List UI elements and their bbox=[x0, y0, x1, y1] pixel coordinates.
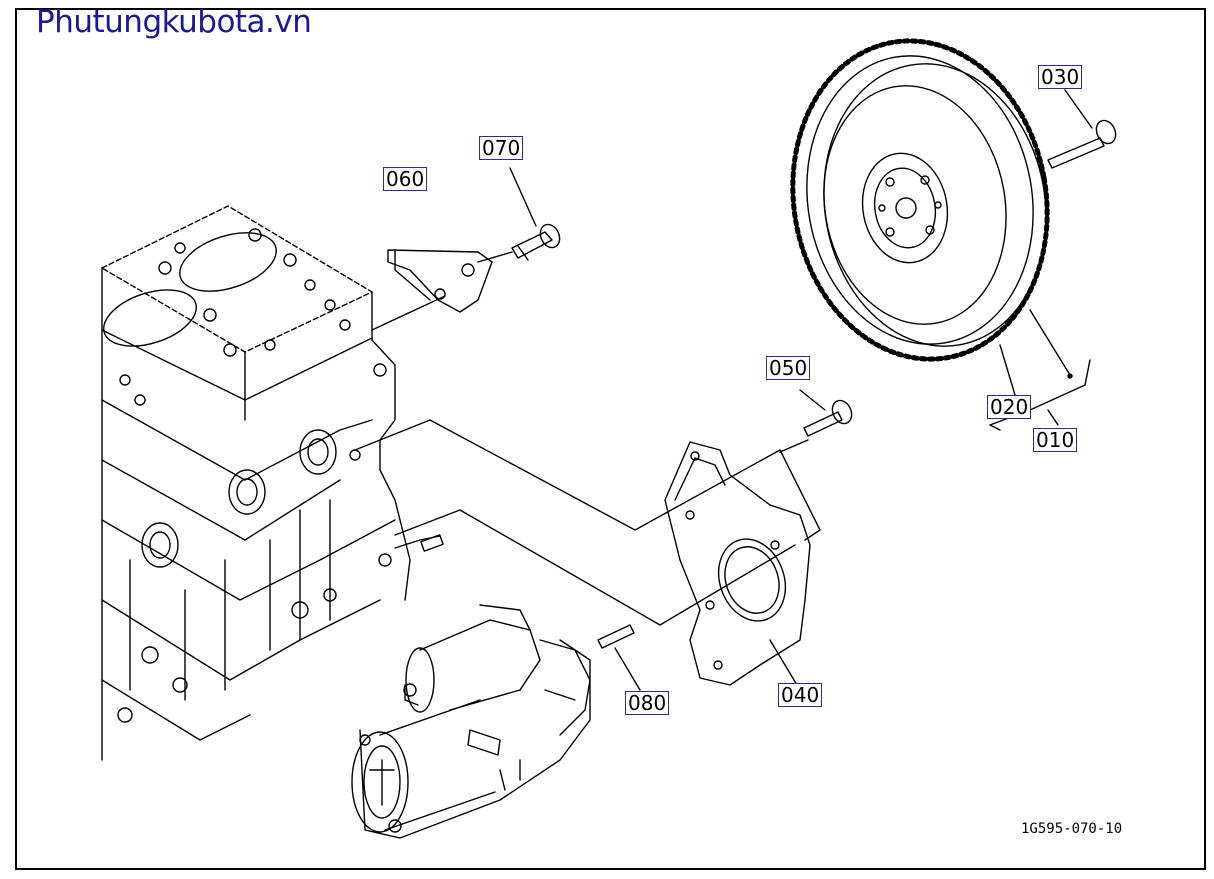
stud-080 bbox=[597, 624, 641, 691]
watermark: Phutungkubota.vn bbox=[36, 4, 312, 40]
callout-080[interactable]: 080 bbox=[625, 691, 670, 715]
drawing-code: 1G595-070-10 bbox=[1021, 821, 1123, 837]
drawing-frame bbox=[15, 8, 1206, 870]
callout-030[interactable]: 030 bbox=[1038, 65, 1083, 89]
starter-motor bbox=[351, 604, 591, 839]
bolt-070 bbox=[477, 167, 561, 263]
plate-040 bbox=[664, 441, 811, 691]
callout-010[interactable]: 010 bbox=[1033, 428, 1078, 452]
flywheel bbox=[790, 38, 1091, 431]
callout-050[interactable]: 050 bbox=[766, 356, 811, 380]
callout-040[interactable]: 040 bbox=[778, 683, 823, 707]
bolt-030 bbox=[1047, 89, 1117, 169]
callout-020[interactable]: 020 bbox=[987, 395, 1032, 419]
bolt-050 bbox=[779, 389, 853, 453]
engine-block bbox=[101, 205, 444, 761]
callout-060[interactable]: 060 bbox=[383, 167, 428, 191]
callout-070[interactable]: 070 bbox=[479, 136, 524, 160]
bracket-060 bbox=[371, 249, 493, 331]
